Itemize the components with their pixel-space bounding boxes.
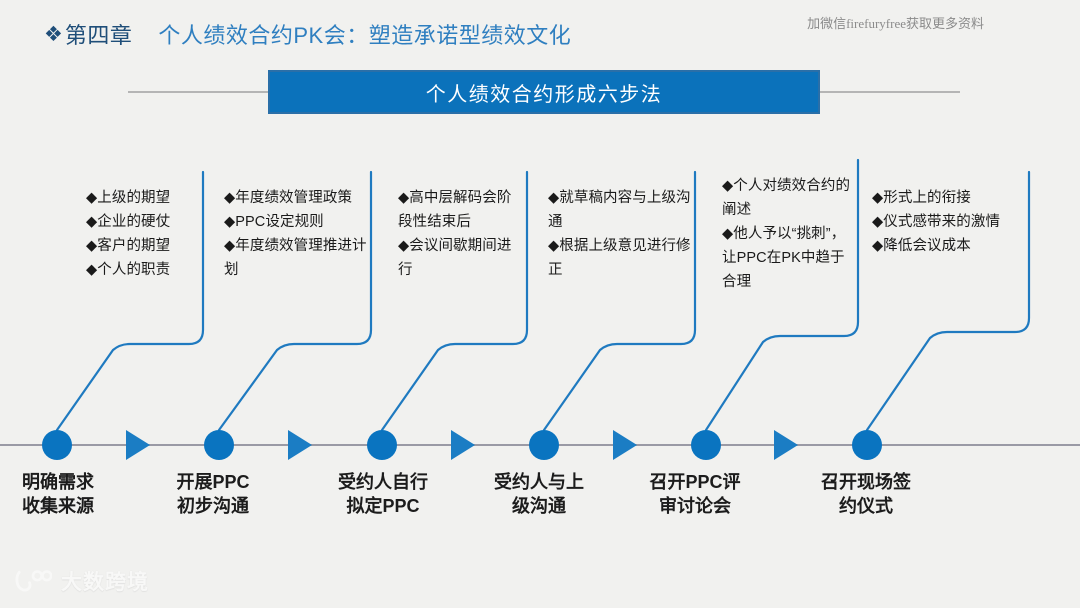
- step-label-6: 召开现场签 约仪式: [821, 470, 911, 519]
- timeline-node-3[interactable]: [367, 430, 397, 460]
- timeline-arrow-2: [288, 430, 312, 460]
- timeline-arrow-4: [613, 430, 637, 460]
- diamond-bullet-icon: ❖: [44, 22, 63, 46]
- callout-step-4: ◆就草稿内容与上级沟通 ◆根据上级意见进行修正: [548, 186, 694, 282]
- callout-bullet: ◆降低会议成本: [872, 238, 971, 255]
- timeline-arrow-3: [451, 430, 475, 460]
- slide-header: ❖ 第四章 个人绩效合约PK会：塑造承诺型绩效文化: [44, 18, 571, 50]
- step-label-line: 开展PPC: [176, 472, 250, 492]
- callout-bullet: ◆形式上的衔接: [872, 190, 971, 206]
- banner-rule-left: [128, 91, 268, 93]
- timeline-node-6[interactable]: [852, 430, 882, 460]
- step-label-line: 审讨论会: [658, 496, 731, 517]
- callout-bullet: ◆高中层解码会阶段性结束后: [398, 190, 512, 231]
- timeline-node-2[interactable]: [204, 430, 234, 460]
- brand-mark-icon: [15, 570, 52, 592]
- callout-bullet: ◆客户的期望: [86, 238, 171, 255]
- timeline-node-4[interactable]: [529, 430, 559, 460]
- callout-bullet: ◆仪式感带来的激情: [872, 214, 1001, 231]
- callout-bullet: ◆他人予以“挑刺”，让PPC在PK中趋于合理: [722, 226, 846, 291]
- brand-name: 大数跨境: [61, 571, 149, 594]
- callout-step-2: ◆年度绩效管理政策 ◆PPC设定规则 ◆年度绩效管理推进计划: [224, 186, 372, 282]
- callout-bullet: ◆个人的职责: [86, 262, 171, 279]
- step-label-line: 召开PPC评: [649, 472, 741, 492]
- timeline-arrow-5: [774, 430, 798, 460]
- banner: 个人绩效合约形成六步法: [268, 70, 820, 114]
- banner-area: 个人绩效合约形成六步法: [0, 70, 1080, 114]
- step-label-1: 明确需求 收集来源: [22, 470, 94, 519]
- timeline-arrow-1: [126, 430, 150, 460]
- banner-rule-right: [820, 91, 960, 93]
- footer-logo: 大数跨境: [14, 566, 149, 596]
- callout-bullet: ◆PPC设定规则: [224, 214, 324, 231]
- step-label-line: 召开现场签: [821, 472, 911, 492]
- step-label-line: 受约人与上: [494, 472, 584, 492]
- chapter-label: 第四章: [64, 23, 133, 48]
- step-label-line: 初步沟通: [176, 496, 249, 517]
- page-title: 个人绩效合约PK会：塑造承诺型绩效文化: [158, 23, 572, 48]
- step-label-4: 受约人与上 级沟通: [494, 470, 584, 519]
- callout-bullet: ◆根据上级意见进行修正: [548, 238, 691, 279]
- callout-bullet: ◆年度绩效管理政策: [224, 190, 353, 206]
- timeline-node-5[interactable]: [691, 430, 721, 460]
- step-label-2: 开展PPC 初步沟通: [176, 470, 249, 519]
- step-label-line: 受约人自行: [338, 472, 428, 492]
- callout-bullet: ◆企业的硬仗: [86, 214, 171, 231]
- step-label-line: 拟定PPC: [346, 496, 420, 517]
- step-label-line: 约仪式: [839, 496, 893, 517]
- callout-step-5: ◆个人对绩效合约的阐述 ◆他人予以“挑刺”，让PPC在PK中趋于合理: [722, 174, 858, 294]
- callout-step-1: ◆上级的期望 ◆企业的硬仗 ◆客户的期望 ◆个人的职责: [86, 186, 204, 282]
- banner-title: 个人绩效合约形成六步法: [425, 83, 663, 106]
- watermark-text: 加微信firefuryfree获取更多资料: [807, 16, 984, 31]
- callout-bullet: ◆上级的期望: [86, 190, 171, 206]
- step-label-5: 召开PPC评 审讨论会: [649, 470, 740, 519]
- step-label-line: 收集来源: [22, 496, 94, 517]
- step-label-3: 受约人自行 拟定PPC: [338, 470, 428, 519]
- step-label-line: 明确需求: [22, 472, 94, 492]
- callout-bullet: ◆就草稿内容与上级沟通: [548, 190, 691, 231]
- callout-bullet: ◆会议间歇期间进行: [398, 238, 512, 279]
- callout-bullet: ◆个人对绩效合约的阐述: [722, 178, 851, 219]
- callout-bullet: ◆年度绩效管理推进计划: [224, 238, 367, 279]
- step-label-line: 级沟通: [512, 496, 566, 517]
- callout-step-6: ◆形式上的衔接 ◆仪式感带来的激情 ◆降低会议成本: [872, 186, 1028, 258]
- timeline-node-1[interactable]: [42, 430, 72, 460]
- callout-step-3: ◆高中层解码会阶段性结束后 ◆会议间歇期间进行: [398, 186, 526, 282]
